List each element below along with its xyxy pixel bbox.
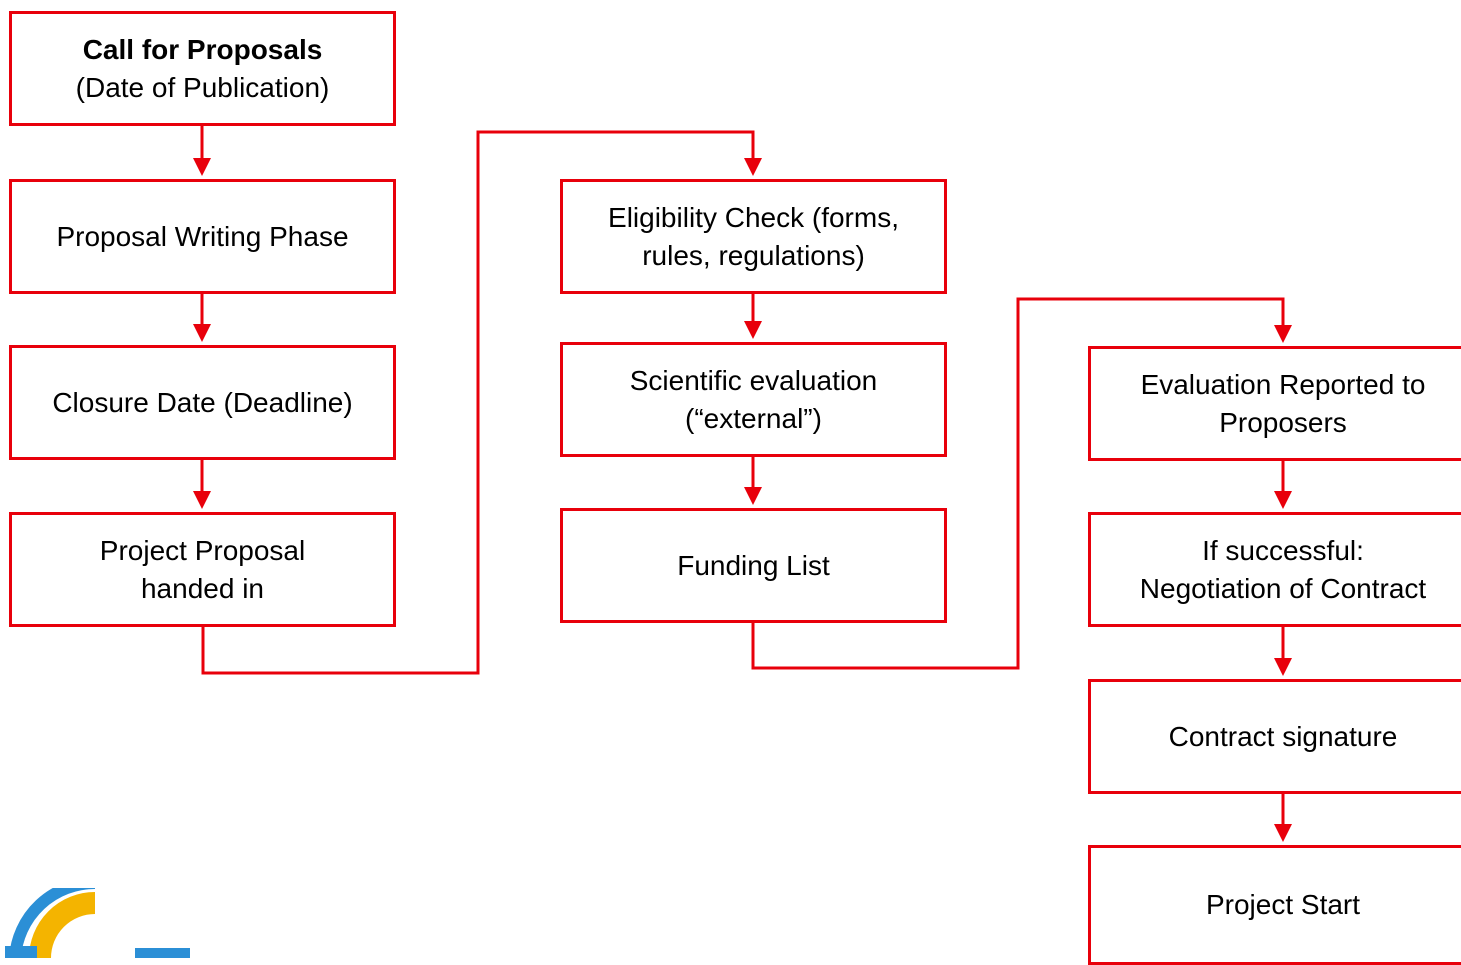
evaluation-reported-line1: Evaluation Reported to [1140, 368, 1426, 400]
logo-blue-block-2 [135, 948, 190, 958]
contract-signature-label: Contract signature [1168, 720, 1398, 752]
box-call-for-proposals: Call for Proposals (Date of Publication) [9, 11, 396, 126]
connector-funding-to-reported [751, 297, 1292, 670]
eligibility-check-line1: Eligibility Check (forms, [608, 201, 899, 233]
proposal-handed-in-line2: handed in [140, 572, 264, 604]
box-scientific-evaluation: Scientific evaluation (“external”) [560, 342, 947, 457]
call-for-proposals-title: Call for Proposals [82, 33, 323, 65]
eligibility-check-line2: rules, regulations) [642, 239, 865, 271]
logo-blue-arc [9, 888, 96, 958]
scientific-evaluation-line1: Scientific evaluation [629, 364, 878, 396]
logo-yellow-arc [29, 892, 96, 958]
proposal-handed-in-line1: Project Proposal [99, 534, 306, 566]
evaluation-reported-line2: Proposers [1219, 406, 1347, 438]
closure-date-label: Closure Date (Deadline) [52, 386, 353, 418]
negotiation-line2: Negotiation of Contract [1139, 572, 1427, 604]
box-project-start: Project Start [1088, 845, 1461, 965]
call-for-proposals-subtitle: (Date of Publication) [75, 71, 330, 103]
box-negotiation-of-contract: If successful: Negotiation of Contract [1088, 512, 1461, 627]
logo-icon [5, 888, 190, 958]
funding-list-label: Funding List [677, 549, 830, 581]
negotiation-line1: If successful: [1202, 534, 1364, 566]
box-contract-signature: Contract signature [1088, 679, 1461, 794]
connector-handed-to-eligibility [201, 130, 762, 675]
project-start-label: Project Start [1205, 889, 1361, 920]
box-proposal-handed-in: Project Proposal handed in [9, 512, 396, 627]
box-funding-list: Funding List [560, 508, 947, 623]
box-eligibility-check: Eligibility Check (forms, rules, regulat… [560, 179, 947, 294]
box-closure-date: Closure Date (Deadline) [9, 345, 396, 460]
box-evaluation-reported: Evaluation Reported to Proposers [1088, 346, 1461, 461]
box-proposal-writing-phase: Proposal Writing Phase [9, 179, 396, 294]
logo-blue-block-1 [5, 946, 37, 958]
scientific-evaluation-line2: (“external”) [685, 402, 822, 434]
proposal-writing-label: Proposal Writing Phase [56, 220, 349, 252]
